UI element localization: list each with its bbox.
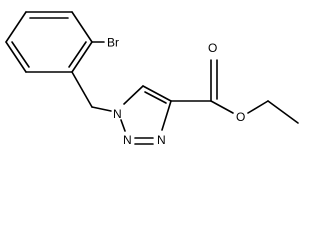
benzene-ring [5, 11, 93, 73]
triazole-n3-label: N [157, 133, 166, 147]
ester-oxygen-label: O [236, 110, 245, 124]
bond-c5-c4-double [144, 91, 167, 104]
triazole-n1-label: N [113, 107, 122, 121]
bromine-label: Br [107, 36, 119, 50]
bond-n1-c5 [123, 85, 144, 105]
bond-n2-n1 [120, 119, 126, 132]
bond-ch2-n1 [91, 106, 112, 112]
molecule-diagram: Br N N N O O [5, 11, 299, 147]
carbonyl-oxygen-label: O [208, 41, 217, 55]
bond-benzene-double-2 [68, 41, 87, 68]
bond-benzene-5 [5, 41, 27, 73]
bond-c4-n3 [161, 100, 172, 131]
bond-benzene-6 [5, 11, 27, 43]
triazole-n2-label: N [123, 133, 132, 147]
ethyl-ester: O O [170, 41, 299, 124]
bond-carbonyl-ester-o [210, 100, 234, 114]
bond-benzene-2 [71, 11, 93, 43]
triazole-ring: N N N [113, 85, 172, 147]
bond-ch2-ch3 [267, 100, 299, 124]
bond-c5-c4 [142, 85, 172, 102]
bond-ester-o-ch2 [247, 100, 269, 114]
bond-benzene-double-3 [11, 41, 30, 68]
bond-benzene-3 [71, 41, 93, 73]
bond-ring-ch2 [71, 71, 93, 108]
